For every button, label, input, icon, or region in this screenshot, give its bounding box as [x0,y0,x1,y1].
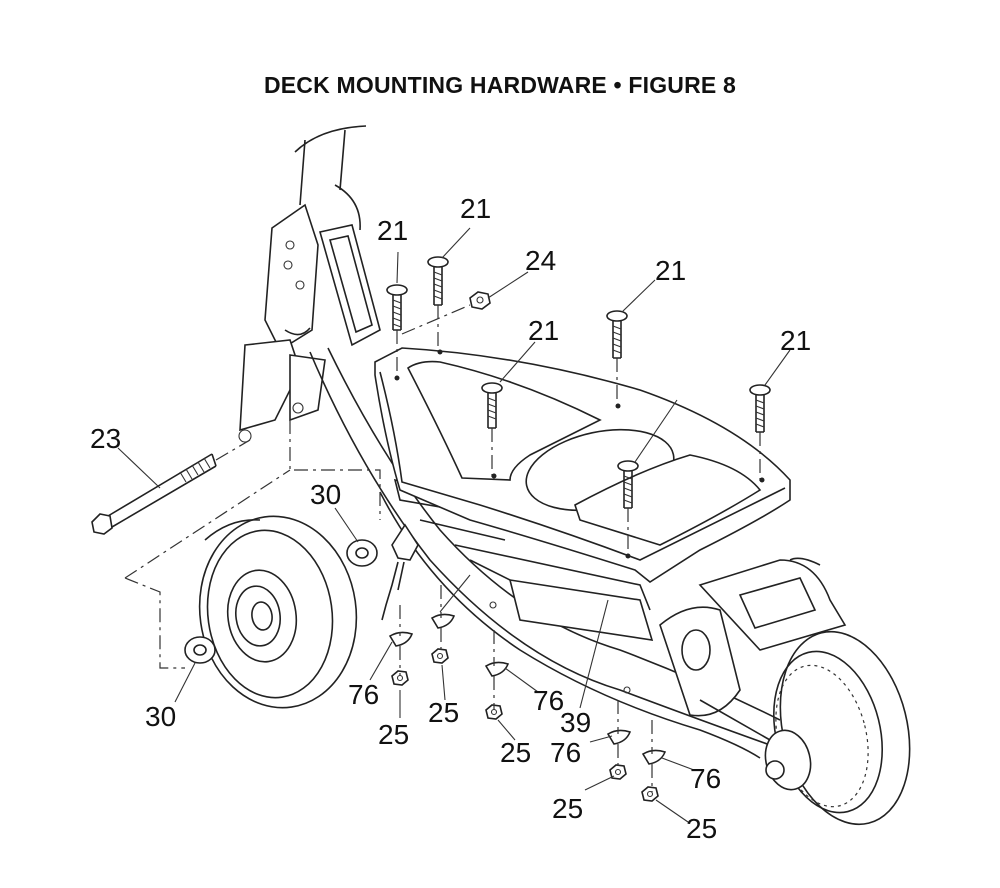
callout-21: 21 [780,325,811,356]
leader-lines [117,227,791,823]
callout-23: 23 [90,423,121,454]
callout-21: 21 [655,255,686,286]
callout-25: 25 [552,793,583,824]
nut-25-d [609,764,627,780]
washer-76-e [641,749,667,765]
callout-76: 76 [550,737,581,768]
washer-76-a [388,631,414,647]
screw-21-e [749,384,771,433]
frame [309,347,781,759]
nut-25-a [391,670,409,686]
callout-21: 21 [528,315,559,346]
callout-25: 25 [378,719,409,750]
front-wheel [198,515,358,709]
callout-76: 76 [348,679,379,710]
nut-24 [469,291,491,310]
nut-25-c [485,704,503,720]
callout-25: 25 [686,813,717,844]
brake-lever [381,523,419,621]
spacer-30-a [346,539,378,567]
steering-column [238,125,381,443]
figure-title: DECK MOUNTING HARDWARE • FIGURE 8 [263,72,737,98]
washer-76-d [606,729,632,745]
callout-30: 30 [145,701,176,732]
callout-21: 21 [377,215,408,246]
spacer-30-b [184,636,216,664]
rear-wheel [659,557,911,826]
deck-holes [394,349,765,559]
deck [374,347,791,583]
washer-76-c [484,661,510,677]
washer-76-b [430,613,456,629]
nut-25-e [641,786,659,802]
callout-76: 76 [690,763,721,794]
callout-labels: 21 21 24 21 21 21 23 30 30 76 25 25 76 3… [90,193,811,844]
screw-21-b [427,256,449,306]
callout-39: 39 [560,707,591,738]
callout-24: 24 [525,245,556,276]
nut-25-b [431,648,449,664]
callout-25: 25 [500,737,531,768]
callout-21: 21 [460,193,491,224]
screw-21-c [606,310,628,359]
callout-25: 25 [428,697,459,728]
screw-21-a [386,284,408,331]
callout-76: 76 [533,685,564,716]
screw-21-f [617,460,639,509]
callout-30: 30 [310,479,341,510]
assembly-centerlines [124,304,761,792]
axle-bolt-23 [91,453,217,535]
